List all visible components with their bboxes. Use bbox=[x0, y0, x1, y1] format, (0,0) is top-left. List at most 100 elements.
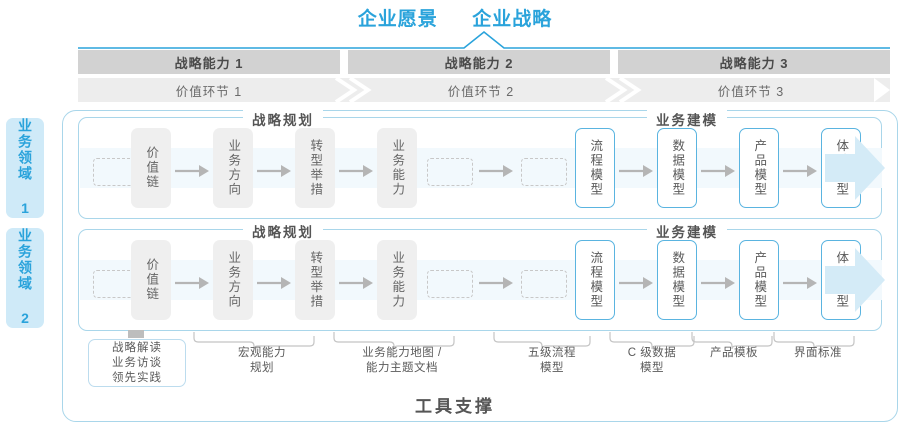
node-transformation-measures-1[interactable]: 转型举措 bbox=[295, 128, 335, 208]
node-business-capability-2[interactable]: 业务能力 bbox=[377, 240, 417, 320]
section-title-business-modeling-2: 业务建模 bbox=[647, 221, 727, 241]
node-label: 价值链 bbox=[144, 258, 159, 302]
node-product-model-1[interactable]: 产品模型 bbox=[739, 128, 779, 208]
tool-label-line-1: 产品模板 bbox=[710, 347, 758, 359]
domain-row-2: 战略规划 业务建模 价值链 业务方向 转型举措 业务能力 bbox=[78, 221, 885, 331]
sidebar-item-business-domain-2[interactable]: 业务领域 2 bbox=[6, 228, 44, 328]
tool-support-container bbox=[62, 110, 898, 422]
domain-row-1: 战略规划 业务建模 价值链 业务方向 转型举措 业务能力 bbox=[78, 109, 885, 219]
toolbox-line-1: 战略解读 bbox=[112, 341, 162, 354]
node-label: 产品模型 bbox=[752, 251, 767, 309]
node-business-capability-1[interactable]: 业务能力 bbox=[377, 128, 417, 208]
section-title-strategic-planning-2: 战略规划 bbox=[243, 221, 323, 241]
node-label: 业务方向 bbox=[226, 139, 241, 197]
arrow-icon bbox=[257, 277, 291, 289]
node-label: 业务方向 bbox=[226, 251, 241, 309]
strategic-capability-bars: 战略能力 1 战略能力 2 战略能力 3 bbox=[78, 50, 890, 74]
arrow-icon bbox=[783, 165, 817, 177]
tool-label-macro-capability[interactable]: 宏观能力 规划 bbox=[238, 346, 286, 376]
tool-label-line-1: C 级数据 bbox=[627, 347, 677, 359]
arrow-icon bbox=[619, 277, 653, 289]
tool-label-interface-standard[interactable]: 界面标准 bbox=[794, 346, 842, 361]
node-value-chain-2[interactable]: 价值链 bbox=[131, 240, 171, 320]
toolbox-line-2: 业务访谈 bbox=[112, 356, 162, 369]
node-label: 流程模型 bbox=[588, 139, 603, 197]
business-domain-label-2: 业务领域 2 bbox=[17, 228, 33, 328]
capability-bar-1[interactable]: 战略能力 1 bbox=[78, 50, 340, 74]
tool-brackets bbox=[128, 330, 855, 350]
title-enterprise-vision: 企业愿景 bbox=[357, 9, 438, 30]
arrow-icon bbox=[175, 277, 209, 289]
tool-box-strategy-inputs[interactable]: 战略解读 业务访谈 领先实践 bbox=[88, 339, 186, 387]
arrow-icon bbox=[175, 165, 209, 177]
footer-title: 工具支撑 bbox=[415, 397, 495, 416]
value-chain-chevrons bbox=[78, 78, 890, 102]
tool-label-five-level-process[interactable]: 五级流程 模型 bbox=[528, 346, 576, 376]
flow-end-arrow-icon bbox=[825, 136, 885, 200]
arrow-icon bbox=[339, 165, 373, 177]
node-label: 价值链 bbox=[144, 146, 159, 190]
flow-end-arrow-icon bbox=[825, 248, 885, 312]
section-title-strategic-planning-1: 战略规划 bbox=[243, 109, 323, 129]
sidebar-item-business-domain-1[interactable]: 业务领域 1 bbox=[6, 118, 44, 218]
arrow-icon bbox=[479, 277, 513, 289]
tool-label-line-1: 业务能力地图 / bbox=[362, 347, 442, 359]
section-title-business-modeling-1: 业务建模 bbox=[647, 109, 727, 129]
node-label: 数据模型 bbox=[670, 139, 685, 197]
tool-label-c-level-data[interactable]: C 级数据 模型 bbox=[628, 346, 677, 376]
placeholder-mid-right-1 bbox=[521, 158, 567, 186]
node-process-model-2[interactable]: 流程模型 bbox=[575, 240, 615, 320]
value-chain-item-2[interactable]: 价值环节 2 bbox=[350, 78, 612, 102]
title-enterprise-strategy: 企业战略 bbox=[472, 9, 553, 30]
capability-bar-3[interactable]: 战略能力 3 bbox=[618, 50, 890, 74]
tool-label-line-1: 界面标准 bbox=[794, 347, 842, 359]
value-chain-label-3: 价值环节 3 bbox=[717, 84, 785, 99]
tool-label-capability-map[interactable]: 业务能力地图 / 能力主题文档 bbox=[362, 346, 441, 376]
value-chain-label-1: 价值环节 1 bbox=[175, 84, 243, 99]
value-chain-item-3[interactable]: 价值环节 3 bbox=[620, 78, 882, 102]
node-value-chain-1[interactable]: 价值链 bbox=[131, 128, 171, 208]
arrow-icon bbox=[479, 165, 513, 177]
node-business-direction-1[interactable]: 业务方向 bbox=[213, 128, 253, 208]
capability-label-2: 战略能力 2 bbox=[444, 55, 514, 71]
node-label: 流程模型 bbox=[588, 251, 603, 309]
placeholder-mid-left-1 bbox=[427, 158, 473, 186]
arrow-icon bbox=[783, 277, 817, 289]
capability-label-1: 战略能力 1 bbox=[174, 55, 244, 71]
node-label: 业务能力 bbox=[390, 251, 405, 309]
node-process-model-1[interactable]: 流程模型 bbox=[575, 128, 615, 208]
placeholder-mid-left-2 bbox=[427, 270, 473, 298]
value-chain-label-2: 价值环节 2 bbox=[447, 84, 515, 99]
value-chain-item-1[interactable]: 价值环节 1 bbox=[78, 78, 340, 102]
tool-label-product-template[interactable]: 产品模板 bbox=[710, 346, 758, 361]
capability-label-3: 战略能力 3 bbox=[719, 55, 789, 71]
tool-label-line-1: 宏观能力 bbox=[238, 347, 286, 359]
node-label: 转型举措 bbox=[308, 139, 323, 197]
node-business-direction-2[interactable]: 业务方向 bbox=[213, 240, 253, 320]
arrow-icon bbox=[257, 165, 291, 177]
tool-label-line-2: 能力主题文档 bbox=[365, 362, 438, 374]
tool-label-line-2: 规划 bbox=[250, 362, 274, 374]
toolbox-line-3: 领先实践 bbox=[112, 371, 162, 384]
node-data-model-2[interactable]: 数据模型 bbox=[657, 240, 697, 320]
arrow-icon bbox=[619, 165, 653, 177]
arrow-icon bbox=[339, 277, 373, 289]
tool-label-line-2: 模型 bbox=[640, 362, 664, 374]
arrow-icon bbox=[701, 277, 735, 289]
placeholder-mid-right-2 bbox=[521, 270, 567, 298]
capability-bar-2[interactable]: 战略能力 2 bbox=[348, 50, 610, 74]
node-label: 业务能力 bbox=[390, 139, 405, 197]
value-chain-band: 价值环节 1 价值环节 2 价值环节 3 bbox=[78, 78, 890, 102]
node-data-model-1[interactable]: 数据模型 bbox=[657, 128, 697, 208]
arrow-icon bbox=[701, 165, 735, 177]
page-title: 企业愿景 企业战略 bbox=[0, 4, 910, 31]
business-domain-label-1: 业务领域 1 bbox=[17, 118, 33, 218]
tool-label-line-1: 五级流程 bbox=[528, 347, 576, 359]
node-label: 转型举措 bbox=[308, 251, 323, 309]
vision-connector-line bbox=[78, 30, 890, 49]
tool-label-line-2: 模型 bbox=[540, 362, 564, 374]
node-transformation-measures-2[interactable]: 转型举措 bbox=[295, 240, 335, 320]
node-label: 数据模型 bbox=[670, 251, 685, 309]
node-product-model-2[interactable]: 产品模型 bbox=[739, 240, 779, 320]
